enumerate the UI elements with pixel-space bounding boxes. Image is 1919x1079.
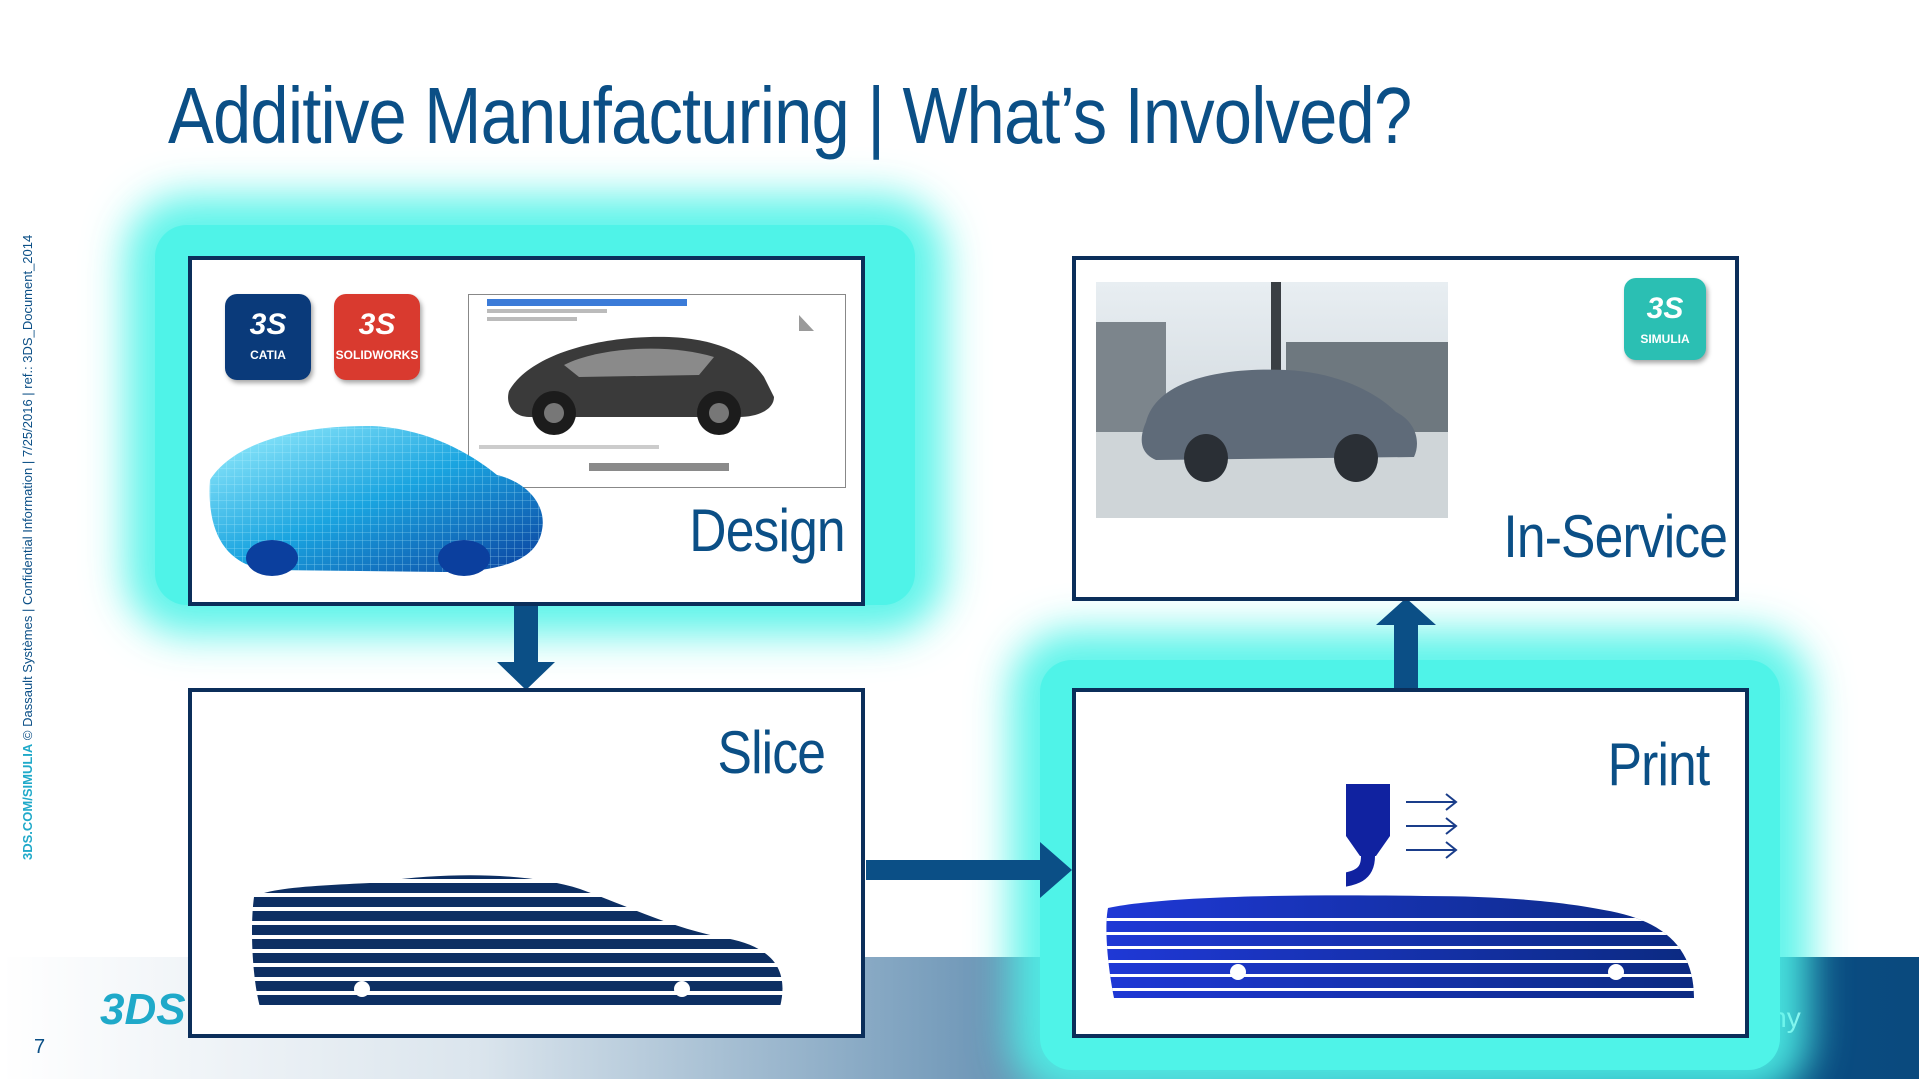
solidworks-app-tile: 3S SOLIDWORKS bbox=[334, 294, 420, 380]
slice-box: Slice bbox=[188, 688, 865, 1038]
simulia-app-tile: 3S SIMULIA bbox=[1624, 278, 1706, 360]
catia-logo-mark: 3S bbox=[249, 308, 287, 341]
page-number: 7 bbox=[34, 1036, 46, 1058]
in-service-label: In-Service bbox=[1503, 503, 1728, 570]
in-service-car-photo bbox=[1096, 282, 1448, 518]
design-box: 3S CATIA 3S SOLIDWORKS bbox=[188, 256, 865, 606]
arrow-slice-to-print bbox=[866, 842, 1072, 898]
catia-app-tile: 3S CATIA bbox=[225, 294, 311, 380]
slice-label: Slice bbox=[717, 719, 825, 786]
catia-name: CATIA bbox=[250, 348, 286, 362]
arrow-design-to-slice bbox=[497, 603, 555, 690]
solidworks-logo-mark: 3S bbox=[358, 308, 396, 341]
design-label: Design bbox=[689, 497, 846, 564]
slide-title: Additive Manufacturing | What’s Involved… bbox=[168, 71, 1412, 160]
print-head-nozzle bbox=[1346, 784, 1458, 887]
print-label: Print bbox=[1607, 731, 1710, 798]
sliced-car-silhouette bbox=[252, 875, 783, 1005]
printed-car-layers bbox=[1106, 895, 1694, 999]
cad-car-render bbox=[479, 299, 814, 471]
simulia-name: SIMULIA bbox=[1640, 332, 1690, 346]
in-service-box: 3S SIMULIA In-Service bbox=[1072, 256, 1739, 601]
cad-screenshot bbox=[468, 294, 846, 488]
mesh-car-model bbox=[209, 425, 543, 576]
solidworks-name: SOLIDWORKS bbox=[335, 348, 419, 362]
print-box: Print bbox=[1072, 688, 1749, 1038]
simulia-logo-mark: 3S bbox=[1646, 292, 1684, 325]
arrow-print-to-inservice bbox=[1376, 598, 1436, 690]
